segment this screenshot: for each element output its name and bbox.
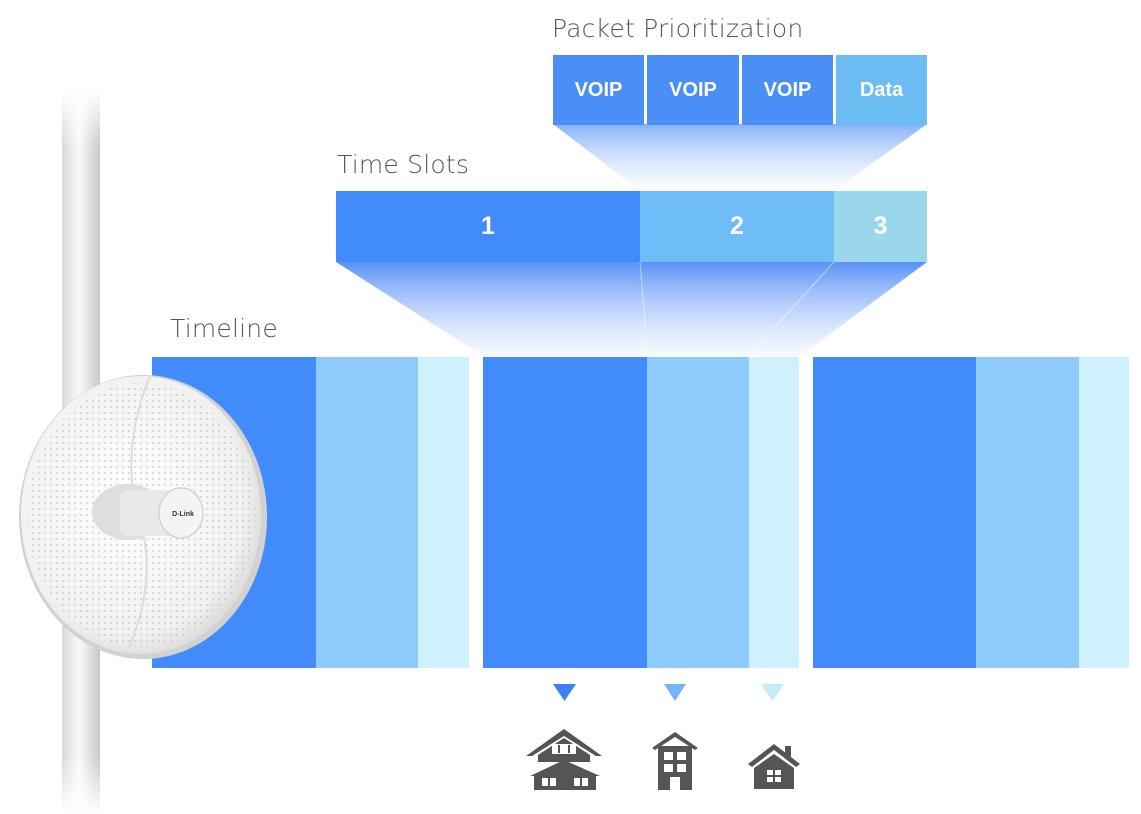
packet-data: Data [836, 55, 927, 125]
time-slot-2: 2 [640, 191, 834, 262]
timeline-frame-2-slot-1 [483, 357, 647, 668]
time-slot-3: 3 [834, 191, 927, 262]
packet-voip-3: VOIP [742, 55, 833, 125]
timeline-frame-1-slot-3 [418, 357, 469, 668]
arrow-slot-2 [664, 684, 686, 701]
large-house-icon [526, 729, 602, 790]
arrow-slot-3 [761, 684, 784, 701]
timeline-title: Timeline [170, 314, 278, 343]
arrow-slot-1 [553, 684, 576, 701]
time-slot-1: 1 [336, 191, 640, 262]
packet-prioritization-title: Packet Prioritization [552, 14, 804, 43]
client-arrows [553, 684, 784, 701]
timeline-frame-2-slot-3 [749, 357, 799, 668]
packet-voip-1: VOIP [553, 55, 644, 125]
packet-voip-2: VOIP [647, 55, 739, 125]
dlink-logo: D-Link [172, 511, 194, 518]
timeline-frame-3-slot-3 [1079, 357, 1129, 668]
slot-funnel [336, 262, 927, 356]
time-slots-title: Time Slots [337, 150, 470, 179]
timeline-frame-3-slot-1 [813, 357, 976, 668]
timeline-frame-3-slot-2 [976, 357, 1079, 668]
small-house-icon [748, 744, 800, 789]
packet-funnel [553, 124, 927, 191]
apartment-building-icon [652, 732, 698, 790]
timeline-frame-2-slot-2 [647, 357, 749, 668]
timeline-frame-1-slot-2 [316, 357, 418, 668]
dish-antenna-device: D-Link [19, 375, 267, 659]
